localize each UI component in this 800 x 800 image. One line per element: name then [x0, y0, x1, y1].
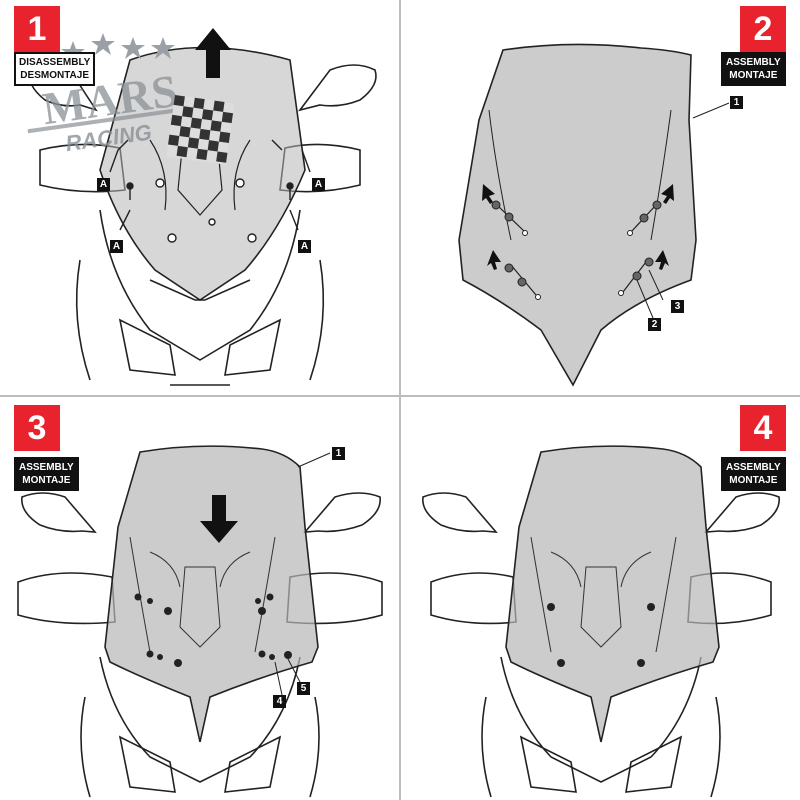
windscreen-illustration	[458, 43, 730, 387]
label-spanish: DESMONTAJE	[20, 70, 90, 81]
horizontal-divider	[0, 395, 800, 397]
callout-5: 5	[297, 682, 310, 695]
screw-icon	[547, 603, 655, 667]
label-english: ASSEMBLY	[726, 462, 781, 473]
label-spanish: MONTAJE	[729, 70, 778, 81]
checkered-flag-icon	[166, 94, 235, 165]
step-label: ASSEMBLY MONTAJE	[721, 52, 786, 86]
step-4-panel: 4 ASSEMBLY MONTAJE	[401, 397, 800, 800]
step-3-panel: 3 ASSEMBLY MONTAJE 1 4 5	[0, 397, 399, 800]
motorcycle-finished-illustration	[422, 445, 780, 798]
step-number: 3	[14, 405, 60, 451]
label-english: ASSEMBLY	[19, 462, 74, 473]
callout-a: A	[312, 178, 325, 191]
step-2-panel: 2 ASSEMBLY MONTAJE 1 2 3	[401, 0, 800, 395]
callout-2: 2	[648, 318, 661, 331]
label-spanish: MONTAJE	[22, 475, 71, 486]
callout-1: 1	[332, 447, 345, 460]
label-spanish: MONTAJE	[729, 475, 778, 486]
mars-racing-logo: MARS RACING	[27, 33, 235, 165]
callout-a: A	[110, 240, 123, 253]
callout-3: 3	[671, 300, 684, 313]
callout-a: A	[97, 178, 110, 191]
step-1-panel: MARS RACING 1 DISASSEMBLY DESMONTAJE A A	[0, 0, 399, 395]
label-english: ASSEMBLY	[726, 57, 781, 68]
callout-4: 4	[273, 695, 286, 708]
label-english: DISASSEMBLY	[19, 57, 91, 68]
step-label: ASSEMBLY MONTAJE	[721, 457, 786, 491]
step-number: 1	[14, 6, 60, 52]
callout-a: A	[298, 240, 311, 253]
vertical-divider	[399, 0, 401, 800]
step-number: 2	[740, 6, 786, 52]
step-label: DISASSEMBLY DESMONTAJE	[14, 52, 96, 86]
pointer-arrow-icon	[482, 184, 674, 270]
step-label: ASSEMBLY MONTAJE	[14, 457, 79, 491]
up-arrow-icon	[195, 28, 231, 78]
motorcycle-assembly-illustration	[17, 445, 383, 798]
callout-1: 1	[730, 96, 743, 109]
down-arrow-icon	[200, 495, 238, 543]
motorcycle-front-illustration	[28, 28, 377, 386]
step-number: 4	[740, 405, 786, 451]
